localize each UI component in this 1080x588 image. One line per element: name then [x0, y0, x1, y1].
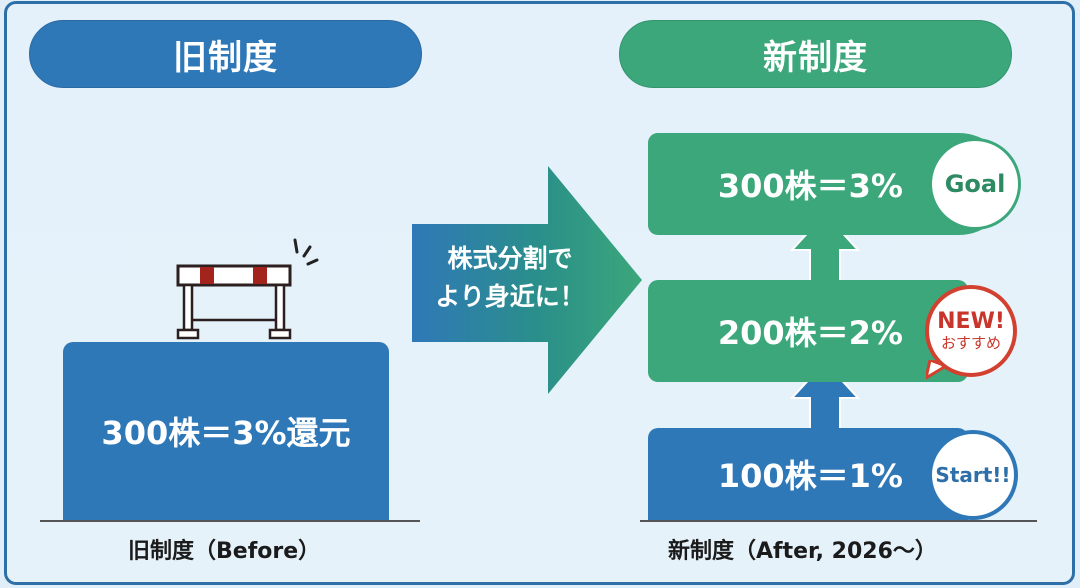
- new-baseline: [640, 520, 1037, 522]
- up-arrow-blue-icon: [790, 360, 860, 432]
- old-system-header: 旧制度: [29, 20, 422, 88]
- new-system-caption: 新制度（After, 2026〜）: [668, 539, 937, 564]
- badge-new-label: NEW!: [937, 309, 1005, 334]
- up-arrow-green-icon: [790, 212, 860, 284]
- old-baseline: [40, 520, 420, 522]
- transition-label: 株式分割で より身近に！: [420, 240, 600, 316]
- new-system-header: 新制度: [619, 20, 1012, 88]
- start-badge: Start!!: [928, 430, 1018, 520]
- hurdle-icon: [176, 238, 319, 340]
- step-value: 300株＝3%: [717, 167, 903, 205]
- goal-badge: Goal: [929, 138, 1021, 230]
- step-value: 100株＝1%: [717, 457, 903, 495]
- transition-line-1: 株式分割で: [447, 244, 573, 273]
- old-system-caption: 旧制度（Before）: [128, 539, 321, 564]
- badge-recommended-label: おすすめ: [940, 334, 1001, 352]
- step-200-shares: 200株＝2%: [648, 280, 968, 382]
- old-system-box: 300株＝3%還元: [63, 342, 389, 520]
- transition-line-2: より身近に！: [435, 282, 585, 311]
- step-value: 200株＝2%: [717, 314, 903, 352]
- right-arrow-icon: [412, 166, 642, 394]
- step-100-shares: 100株＝1%: [648, 428, 968, 520]
- new-recommended-badge: NEW! おすすめ: [925, 285, 1017, 377]
